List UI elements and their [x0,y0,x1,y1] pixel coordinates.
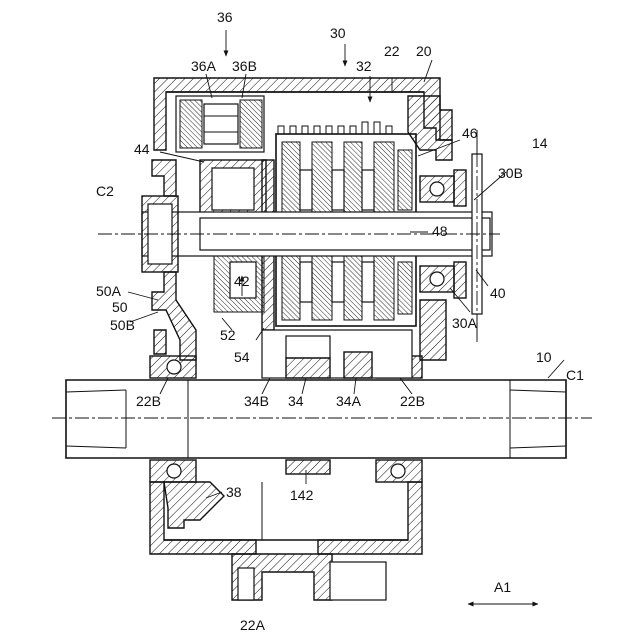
label-54: 54 [234,349,250,365]
label-30: 30 [330,25,346,41]
label-a1: A1 [494,579,511,595]
label-38: 38 [226,484,242,500]
label-50: 50 [112,299,128,315]
label-36a: 36A [191,58,217,74]
lower-housing [150,482,422,600]
label-22a: 22A [240,617,266,633]
label-30b: 30B [498,165,523,181]
bearing-left [150,356,196,482]
label-52: 52 [220,327,236,343]
label-c2: C2 [96,183,114,199]
label-36: 36 [217,9,233,25]
label-30a: 30A [452,315,478,331]
label-34b: 34B [244,393,269,409]
planetary-gear-train [276,122,416,226]
label-50b: 50B [110,317,135,333]
label-34: 34 [288,393,304,409]
label-142: 142 [290,487,314,503]
label-22b-right: 22B [400,393,425,409]
label-34a: 34A [336,393,362,409]
label-22b-left: 22B [136,393,161,409]
label-36b: 36B [232,58,257,74]
label-32: 32 [356,58,372,74]
label-14: 14 [532,135,548,151]
label-10: 10 [536,349,552,365]
label-44: 44 [134,141,150,157]
label-50a: 50A [96,283,122,299]
electric-motor [176,96,264,152]
label-40: 40 [490,285,506,301]
crank-shaft [66,380,566,458]
label-42: 42 [234,273,250,289]
label-22-top: 22 [384,43,400,59]
label-c1: C1 [566,367,584,383]
label-48: 48 [432,223,448,239]
planetary-gear-train-lower [276,248,416,326]
label-46: 46 [462,125,478,141]
label-20: 20 [416,43,432,59]
